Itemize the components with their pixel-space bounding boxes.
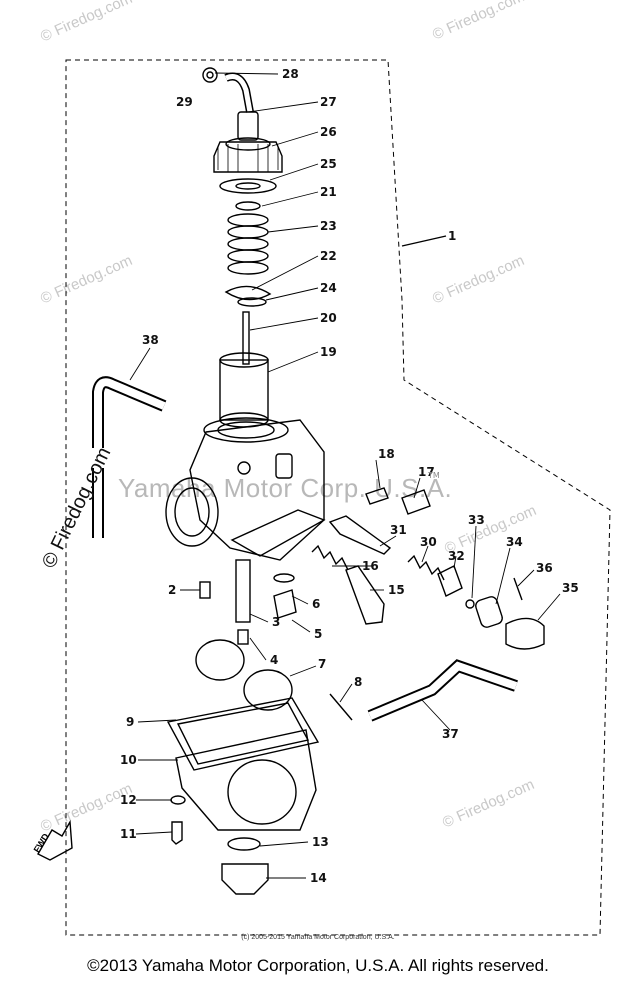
- callout-8: 8: [354, 675, 362, 689]
- callout-15: 15: [388, 583, 405, 597]
- assembly-outline: [65, 59, 611, 936]
- part-17-screw: [401, 489, 431, 515]
- part-7-floats: [195, 639, 293, 711]
- callout-30: 30: [420, 535, 437, 549]
- part-5-plug: [273, 589, 297, 619]
- part-3-needle-jet: [235, 559, 251, 623]
- callout-9: 9: [126, 715, 134, 729]
- copyright-footer: ©2013 Yamaha Motor Corporation, U.S.A. A…: [87, 956, 549, 975]
- part-30-spring: [407, 554, 445, 581]
- callout-28: 28: [282, 67, 299, 81]
- part-15-throttle-stop: [345, 565, 385, 625]
- callout-31: 31: [390, 523, 407, 537]
- callout-38: 38: [142, 333, 159, 347]
- small-copyright: (c) 2005-2015 Yamaha Motor Corporation, …: [241, 934, 395, 941]
- part-33-clip: [465, 599, 475, 609]
- part-2-jet: [199, 581, 211, 599]
- callout-7: 7: [318, 657, 326, 671]
- callout-16: 16: [362, 559, 379, 573]
- part-11-bolt: [171, 821, 183, 845]
- callout-36: 36: [536, 561, 553, 575]
- part-24-seat: [237, 297, 267, 307]
- part-4-main-jet: [237, 629, 249, 645]
- part-26-cap: [213, 141, 283, 173]
- part-13-o-ring: [227, 837, 261, 851]
- part-23-spring: [227, 213, 269, 275]
- callout-19: 19: [320, 345, 337, 359]
- callout-29: 29: [176, 95, 193, 109]
- callout-14: 14: [310, 871, 327, 885]
- part-20-needle: [242, 311, 250, 365]
- callout-34: 34: [506, 535, 523, 549]
- part-10-float-bowl: [175, 729, 317, 831]
- callout-27: 27: [320, 95, 337, 109]
- part-27-adjuster: [237, 111, 259, 141]
- callout-33: 33: [468, 513, 485, 527]
- callout-4: 4: [270, 653, 278, 667]
- part-35-plunger-cap: [505, 617, 545, 650]
- callout-26: 26: [320, 125, 337, 139]
- part-19-throttle-valve: [219, 359, 269, 421]
- callout-22: 22: [320, 249, 337, 263]
- part-29-nut: [202, 67, 218, 83]
- callout-24: 24: [320, 281, 337, 295]
- callout-18: 18: [378, 447, 395, 461]
- callout-10: 10: [120, 753, 137, 767]
- callout-37: 37: [442, 727, 459, 741]
- part-34-cap: [475, 596, 503, 628]
- callout-17: 17: [418, 465, 435, 479]
- fwd-arrow-icon: [37, 819, 73, 861]
- callout-5: 5: [314, 627, 322, 641]
- part-12-washer: [170, 795, 186, 805]
- part-25-gasket: [219, 178, 277, 194]
- callout-23: 23: [320, 219, 337, 233]
- callout-3: 3: [272, 615, 280, 629]
- callout-1: 1: [448, 229, 456, 243]
- callout-11: 11: [120, 827, 137, 841]
- callout-32: 32: [448, 549, 465, 563]
- part-9-gasket: [166, 697, 320, 771]
- part-18-screw: [365, 487, 389, 505]
- part-8-pin: [329, 693, 353, 721]
- callout-35: 35: [562, 581, 579, 595]
- part-21-clip: [235, 201, 261, 211]
- trademark-mark: TM: [427, 471, 440, 480]
- part-6-washer: [273, 573, 295, 583]
- part-22-retainer: [224, 285, 272, 301]
- carburetor-body: [165, 417, 326, 561]
- part-32-nut: [437, 565, 463, 597]
- callout-21: 21: [320, 185, 337, 199]
- part-36-pin: [513, 577, 523, 601]
- callout-12: 12: [120, 793, 137, 807]
- callout-2: 2: [168, 583, 176, 597]
- callout-13: 13: [312, 835, 329, 849]
- part-16-spring: [311, 544, 349, 571]
- callout-25: 25: [320, 157, 337, 171]
- part-31-pilot-screw: [328, 515, 392, 555]
- callout-6: 6: [312, 597, 320, 611]
- callout-20: 20: [320, 311, 337, 325]
- part-14-drain-plug: [221, 863, 269, 895]
